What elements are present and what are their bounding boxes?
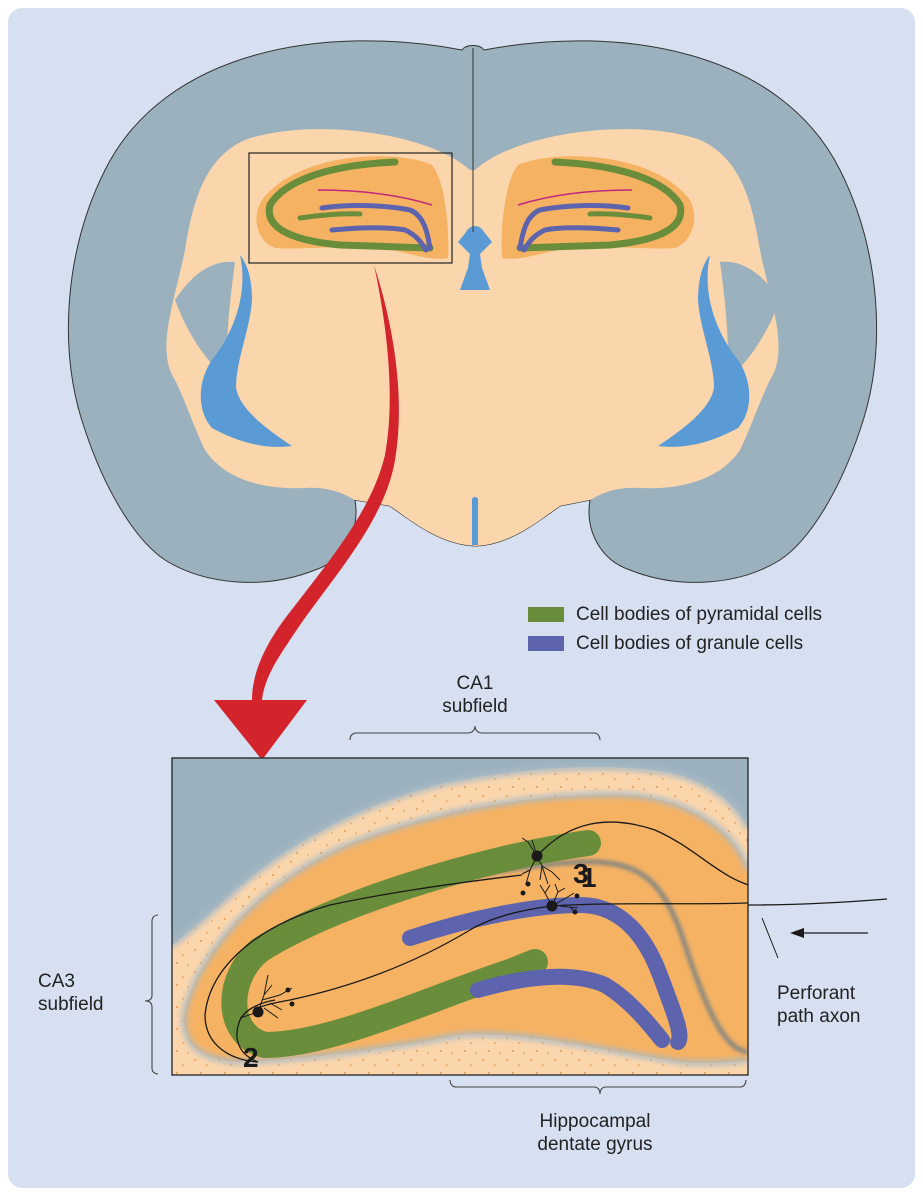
perforant-label-line1: Perforant	[777, 982, 897, 1005]
dentate-label: Hippocampal dentate gyrus	[500, 1110, 690, 1156]
dentate-label-line2: dentate gyrus	[500, 1133, 690, 1156]
ca1-label-line2: subfield	[405, 695, 545, 718]
ventricle-lower	[472, 497, 478, 545]
legend-label-granule: Cell bodies of granule cells	[576, 632, 803, 655]
legend-item-granule: Cell bodies of granule cells	[528, 629, 822, 658]
legend-swatch-pyramidal	[528, 607, 564, 622]
legend-item-pyramidal: Cell bodies of pyramidal cells	[528, 600, 822, 629]
dentate-label-line1: Hippocampal	[500, 1110, 690, 1133]
ca3-label-line2: subfield	[38, 993, 148, 1016]
neuron-number-3: 3	[573, 858, 589, 890]
ca1-label: CA1 subfield	[405, 672, 545, 718]
inset	[172, 758, 771, 1075]
legend: Cell bodies of pyramidal cells Cell bodi…	[528, 600, 822, 658]
perforant-label: Perforant path axon	[777, 982, 897, 1028]
neuron-number-2: 2	[243, 1042, 259, 1074]
brain-section	[68, 41, 876, 583]
ca3-label: CA3 subfield	[38, 970, 148, 1016]
legend-swatch-granule	[528, 636, 564, 651]
legend-label-pyramidal: Cell bodies of pyramidal cells	[576, 603, 822, 626]
ca3-label-line1: CA3	[38, 970, 148, 993]
perforant-label-line2: path axon	[777, 1005, 897, 1028]
ca1-label-line1: CA1	[405, 672, 545, 695]
